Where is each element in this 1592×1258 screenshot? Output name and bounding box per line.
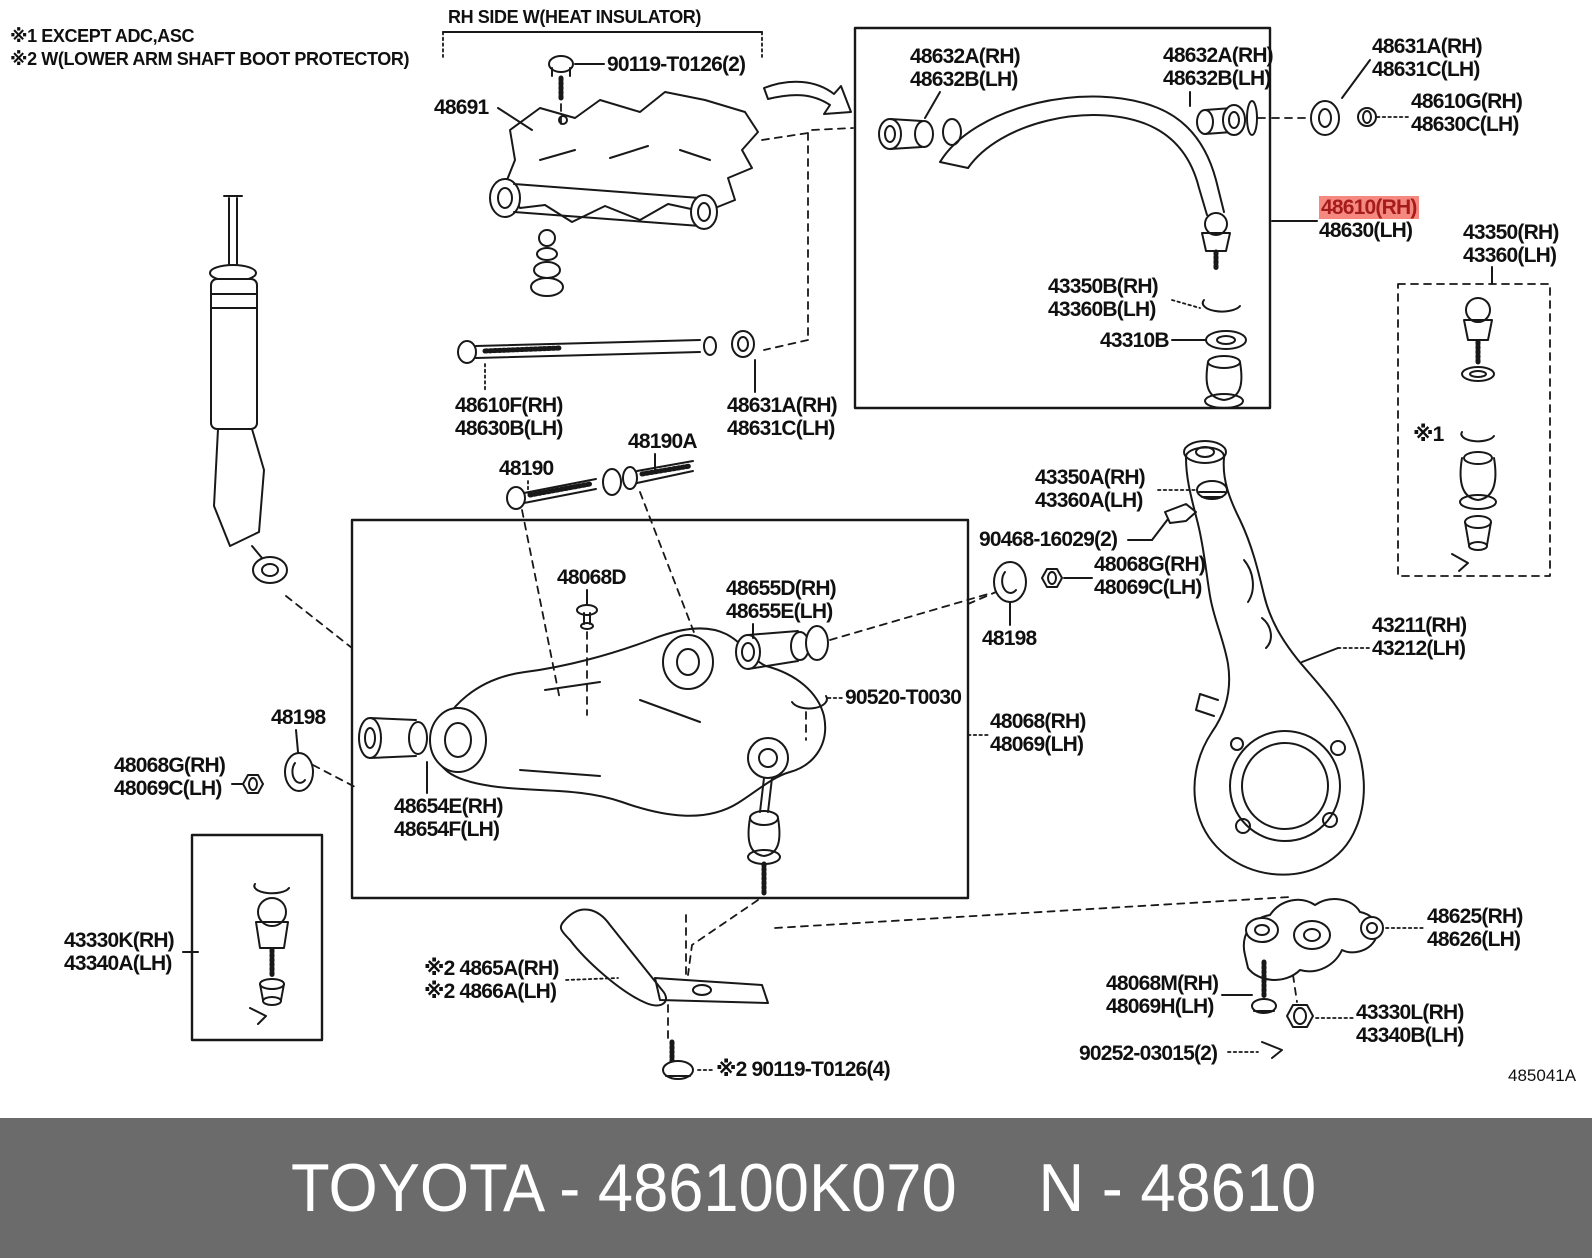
- upper-balljoint-kit-drawing: [1451, 297, 1497, 572]
- knuckle-drawing: [1183, 440, 1371, 876]
- label-48068g-right: 48068G(RH)48069C(LH): [1094, 553, 1206, 599]
- ref-note-1: ※1: [1413, 423, 1444, 446]
- upper-control-arm-drawing: [878, 91, 1269, 409]
- variant-link-dashes: [761, 127, 854, 351]
- bolt-90119-4-drawing: [662, 1004, 715, 1080]
- label-90520-t0030: 90520-T0030: [845, 686, 962, 709]
- bolts-48190-drawing: [506, 453, 701, 701]
- diagram-artwork: [182, 26, 1551, 1080]
- lower-arm-box: [350, 518, 970, 900]
- cam-plate-left-drawing: [231, 729, 358, 794]
- heat-insulator-bracket: [442, 31, 763, 58]
- label-48691: 48691: [434, 96, 489, 119]
- diagram-code: 485041A: [1508, 1066, 1577, 1085]
- label-48610-main: 48610(RH)48630(LH): [1319, 196, 1419, 242]
- label-48068: 48068(RH)48069(LH): [990, 710, 1086, 756]
- heat-insulator-drawing: [489, 91, 759, 297]
- label-43310b: 43310B: [1100, 329, 1170, 352]
- label-48632-right: 48632A(RH)48632B(LH): [1163, 44, 1274, 90]
- label-43330k: 43330K(RH)43340A(LH): [64, 929, 175, 975]
- label-48610g: 48610G(RH)48630C(LH): [1411, 90, 1523, 136]
- label-48632-left: 48632A(RH)48632B(LH): [910, 45, 1021, 91]
- label-48068m: 48068M(RH)48069H(LH): [1106, 972, 1219, 1018]
- shock-absorber-drawing: [209, 195, 353, 649]
- label-43350b: 43350B(RH)43360B(LH): [1048, 275, 1159, 321]
- label-90252-03015: 90252-03015(2): [1079, 1042, 1218, 1065]
- label-90119-t0126-2: 90119-T0126(2): [607, 53, 746, 76]
- label-43330l: 43330L(RH)43340B(LH): [1356, 1001, 1464, 1047]
- note-2: ※2 W(LOWER ARM SHAFT BOOT PROTECTOR): [10, 49, 410, 69]
- upper-arm-box: [853, 26, 1272, 410]
- label-48190: 48190: [499, 457, 554, 480]
- label-43350a: 43350A(RH)43360A(LH): [1035, 466, 1146, 512]
- label-48655d: 48655D(RH)48655E(LH): [726, 577, 837, 623]
- label-48190a: 48190A: [628, 430, 698, 453]
- label-48610f: 48610F(RH)48630B(LH): [455, 394, 563, 440]
- label-4865a: ※2 4865A(RH)※2 4866A(LH): [424, 957, 559, 1003]
- label-43350: 43350(RH)43360(LH): [1463, 221, 1559, 267]
- pointer-arrow: [763, 80, 852, 115]
- lower-balljoint-kit-box: [190, 833, 324, 1042]
- label-48625: 48625(RH)48626(LH): [1427, 905, 1523, 951]
- label-48198-right: 48198: [982, 627, 1037, 650]
- label-48631-top: 48631A(RH)48631C(LH): [1372, 35, 1483, 81]
- footer-part-number: TOYOTA - 486100K070: [290, 1150, 957, 1226]
- label-48631-mid: 48631A(RH)48631C(LH): [727, 394, 838, 440]
- footer-bar: TOYOTA - 486100K070 N - 48610: [0, 1118, 1592, 1258]
- upper-balljoint-kit-box: [1397, 283, 1551, 577]
- label-48654e: 48654E(RH)48654F(LH): [394, 795, 504, 841]
- lower-balljoint-kit-drawing: [182, 883, 290, 1025]
- label-90119-t0126-4: ※2 90119-T0126(4): [716, 1058, 891, 1081]
- label-48198-left: 48198: [271, 706, 326, 729]
- footer-ref-number: N - 48610: [1037, 1150, 1316, 1226]
- label-43211: 43211(RH)43212(LH): [1372, 614, 1467, 660]
- label-90468-16029: 90468-16029(2): [979, 528, 1118, 551]
- note-1: ※1 EXCEPT ADC,ASC: [10, 26, 195, 46]
- camber-bolt-48610f-drawing: [457, 330, 756, 393]
- label-48068d: 48068D: [557, 566, 627, 589]
- heat-insulator-title: RH SIDE W(HEAT INSULATOR): [448, 7, 701, 27]
- label-48068g-left: 48068G(RH)48069C(LH): [114, 754, 226, 800]
- lower-arm-leaders: [687, 734, 1291, 976]
- lower-control-arm-drawing: [358, 589, 989, 897]
- boot-protector-drawing: [559, 908, 769, 1007]
- lower-arm-bracket-48625-drawing: [1221, 898, 1426, 1059]
- washer-nut-top-right: [1271, 59, 1410, 136]
